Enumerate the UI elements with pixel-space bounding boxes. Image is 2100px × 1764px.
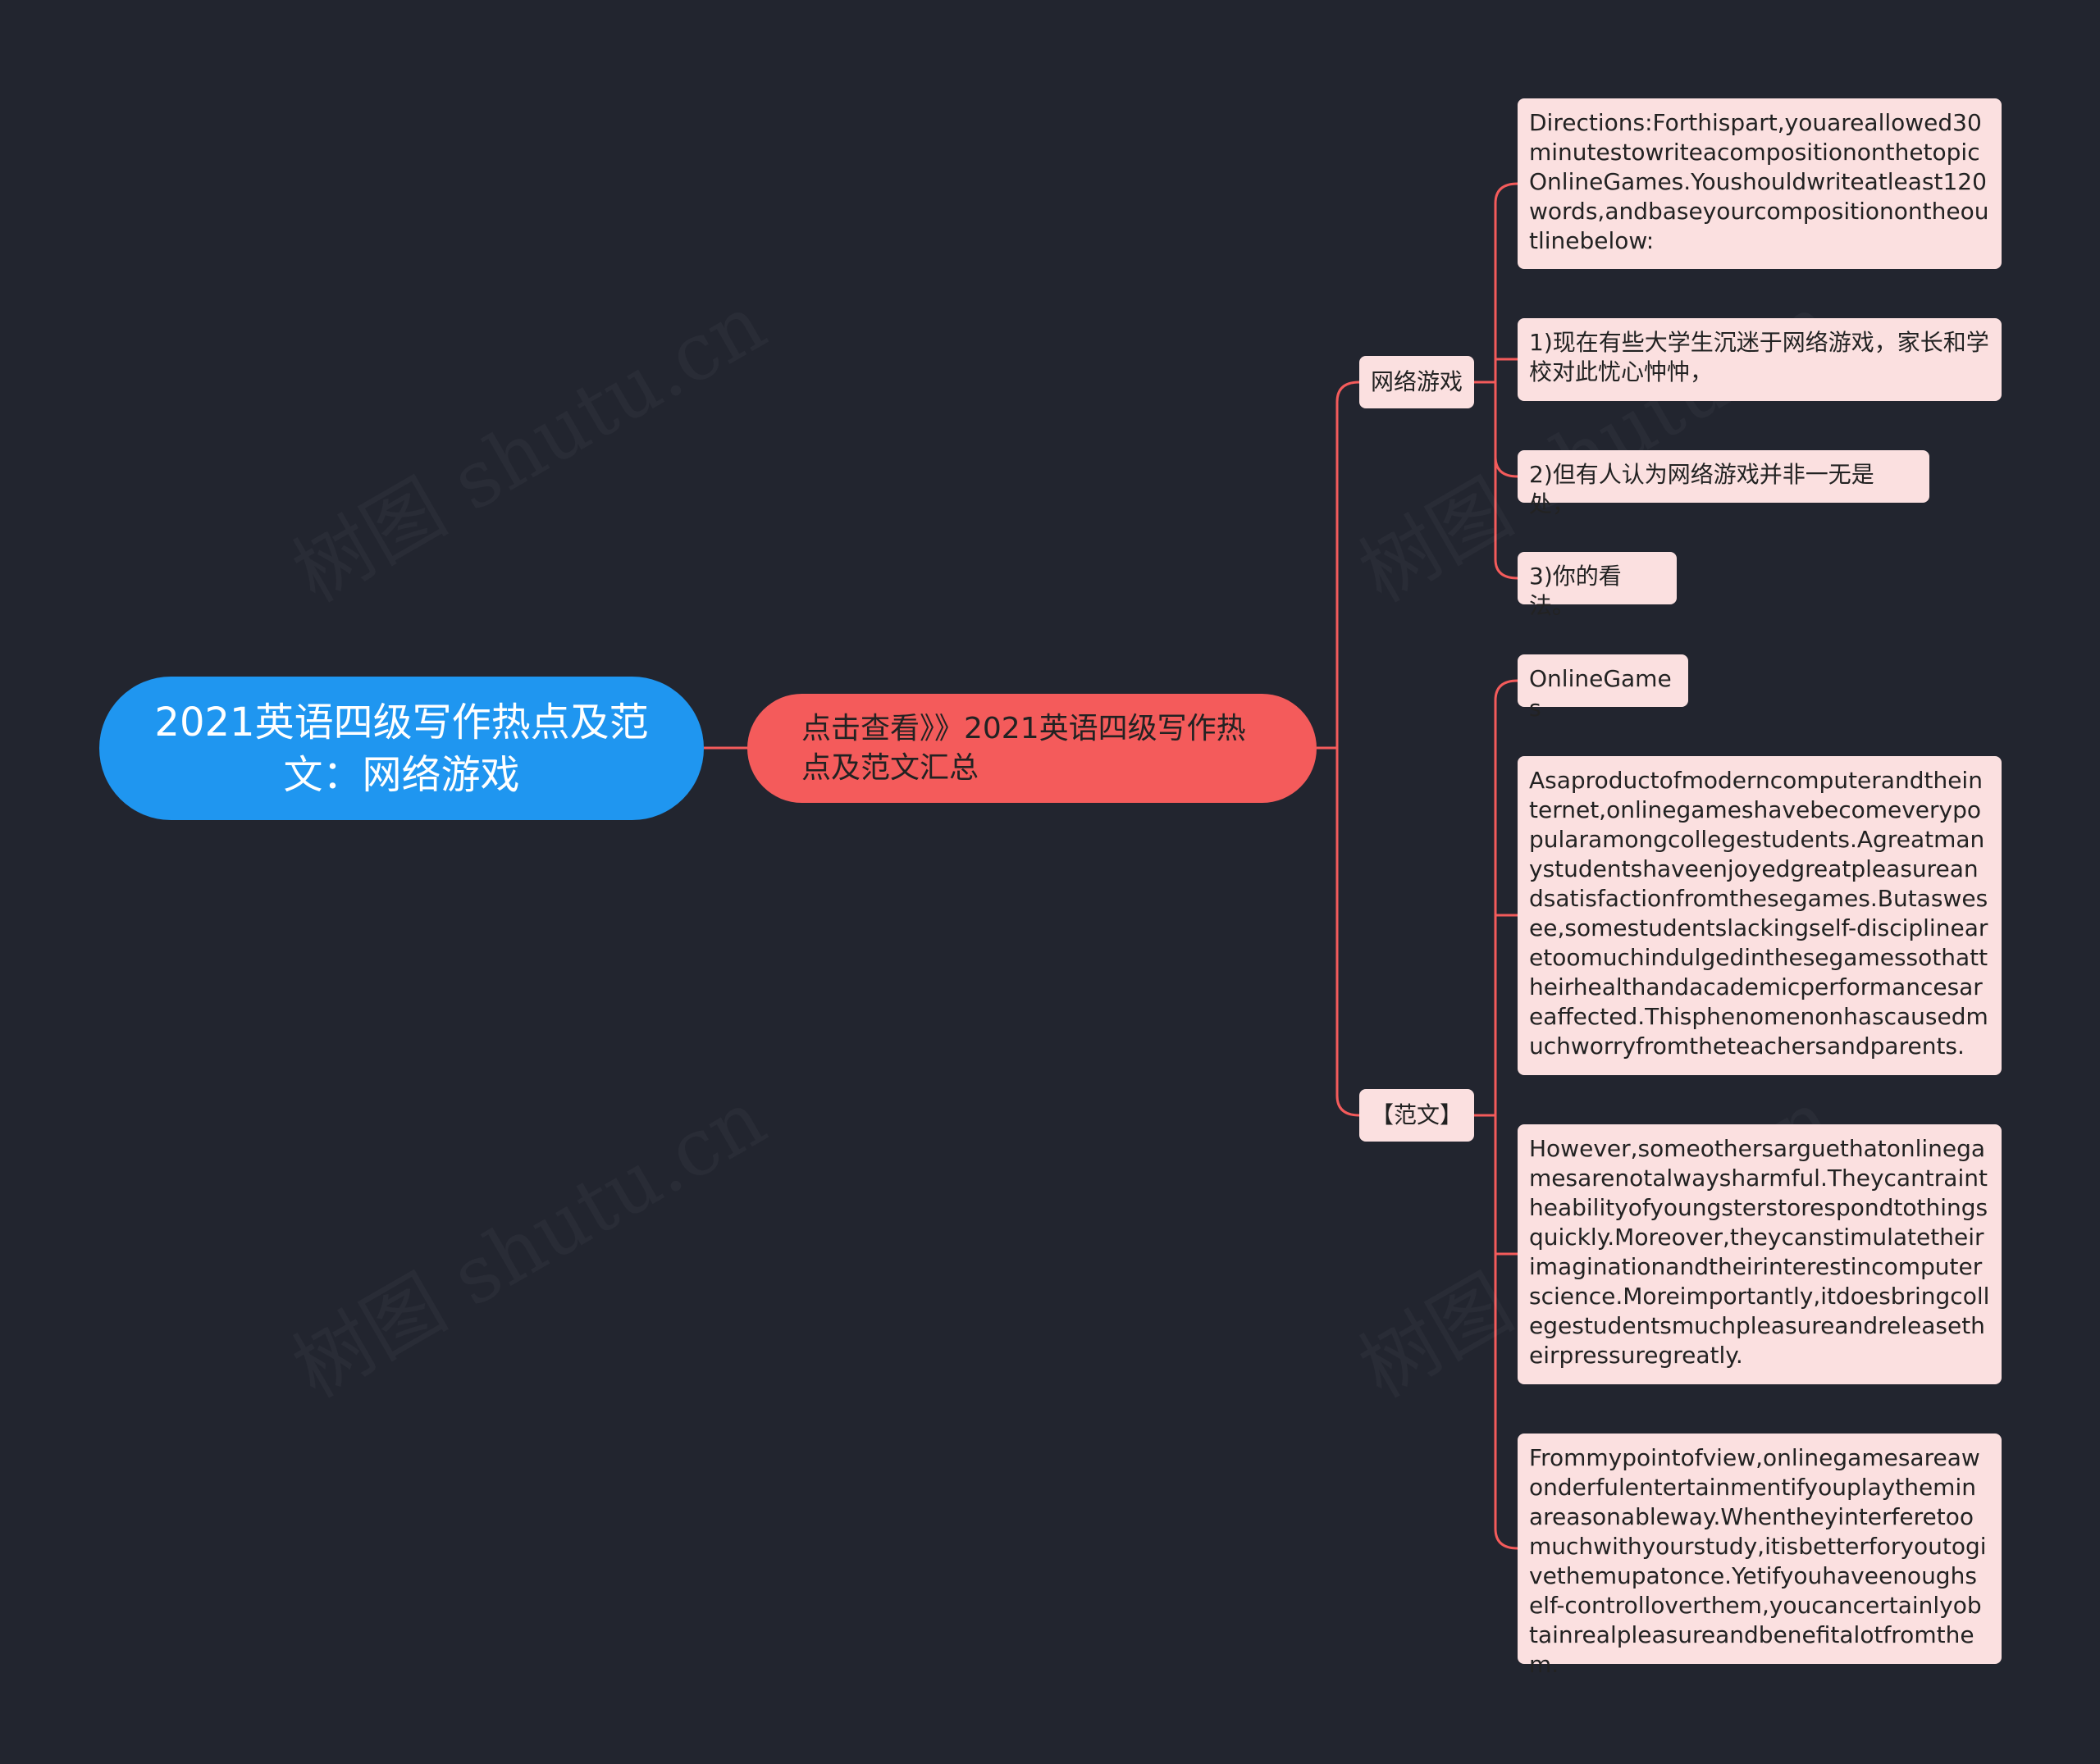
leaf-text: Asaproductofmoderncomputerandtheinternet… — [1529, 767, 1988, 1060]
subtopic-label: 网络游戏 — [1370, 368, 1463, 395]
leaf-text: OnlineGames — [1529, 665, 1672, 722]
leaf-outline-3[interactable]: 3)你的看法。 — [1518, 552, 1677, 619]
connector-sub1-leaf3 — [1494, 456, 1518, 478]
leaf-text: Directions:Forthispart,youareallowed30mi… — [1529, 109, 1989, 254]
leaf-essay-paragraph-1[interactable]: Asaproductofmoderncomputerandtheinternet… — [1518, 756, 2002, 1075]
leaf-text: However,someothersarguethatonlinegamesar… — [1529, 1135, 1990, 1369]
root-topic-label: 2021英语四级写作热点及范文：网络游戏 — [154, 699, 649, 798]
leaf-text: 3)你的看法。 — [1529, 563, 1622, 619]
root-topic-node[interactable]: 2021英语四级写作热点及范文：网络游戏 — [99, 677, 704, 820]
connector-sub2-leaf4 — [1494, 1528, 1518, 1550]
connector-trunk-sub2 — [1335, 1095, 1360, 1117]
leaf-essay-paragraph-3[interactable]: Frommypointofview,onlinegamesareawonderf… — [1518, 1434, 2002, 1678]
main-topic-node[interactable]: 点击查看》》2021英语四级写作热点及范文汇总 — [747, 694, 1317, 803]
subtopic-online-games[interactable]: 网络游戏 — [1359, 356, 1474, 408]
connector-trunk-sub1 — [1335, 381, 1360, 403]
subtopic-sample-essay[interactable]: 【范文】 — [1359, 1089, 1474, 1142]
leaf-directions[interactable]: Directions:Forthispart,youareallowed30mi… — [1518, 98, 2002, 269]
connector-sub1-leaf4 — [1494, 558, 1518, 580]
connector-sub1-leaf1 — [1494, 182, 1518, 204]
leaf-outline-2[interactable]: 2)但有人认为网络游戏并非一无是处， — [1518, 450, 1929, 517]
connector-sub2-leaf1 — [1494, 679, 1518, 701]
leaf-outline-1[interactable]: 1)现在有些大学生沉迷于网络游戏，家长和学校对此忧心忡忡， — [1518, 318, 2002, 401]
leaf-text: Frommypointofview,onlinegamesareawonderf… — [1529, 1444, 1987, 1678]
subtopic-label: 【范文】 — [1370, 1101, 1463, 1128]
main-topic-label: 点击查看》》2021英语四级写作热点及范文汇总 — [801, 711, 1246, 785]
leaf-text: 1)现在有些大学生沉迷于网络游戏，家长和学校对此忧心忡忡， — [1529, 329, 1989, 385]
leaf-essay-paragraph-2[interactable]: However,someothersarguethatonlinegamesar… — [1518, 1124, 2002, 1384]
leaf-essay-title[interactable]: OnlineGames — [1518, 654, 1688, 722]
leaf-text: 2)但有人认为网络游戏并非一无是处， — [1529, 461, 1874, 517]
